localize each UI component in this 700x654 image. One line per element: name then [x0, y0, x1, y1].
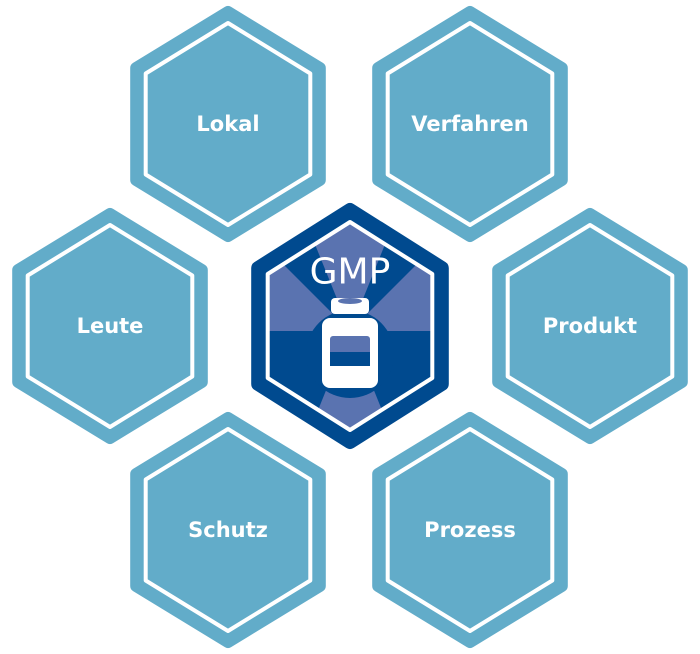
hexagon-inner-outline-5 — [385, 427, 555, 633]
hexagon-inner-outline-0 — [143, 21, 313, 227]
hexagon-0 — [130, 6, 326, 242]
jar-icon — [322, 298, 378, 388]
light-ray-0 — [275, 222, 425, 331]
center-inner-outline — [265, 220, 435, 432]
hexagon-5 — [372, 412, 568, 648]
hexagon-2 — [12, 208, 208, 444]
hex-label-lokal: Lokal — [196, 112, 260, 136]
hexagon-3 — [492, 208, 688, 444]
hexagon-inner-outline-4 — [143, 427, 313, 633]
hexagon-4 — [130, 412, 326, 648]
hexagon-inner-outline-2 — [25, 223, 195, 429]
jar-window-shade — [330, 352, 370, 366]
hexagon-inner-outline-3 — [505, 223, 675, 429]
hex-label-prozess: Prozess — [424, 518, 516, 542]
hex-label-produkt: Produkt — [542, 314, 638, 338]
center-title: GMP — [309, 251, 391, 293]
hexagon-1 — [372, 6, 568, 242]
light-ray-3 — [275, 331, 425, 430]
light-ray-1 — [267, 222, 350, 331]
hex-label-schutz: Schutz — [188, 518, 268, 542]
hex-label-leute: Leute — [76, 314, 144, 338]
hex-label-verfahren: Verfahren — [411, 112, 529, 136]
jar-lid-opening — [338, 298, 362, 304]
hexagon-inner-outline-1 — [385, 21, 555, 227]
light-ray-2 — [350, 222, 433, 331]
